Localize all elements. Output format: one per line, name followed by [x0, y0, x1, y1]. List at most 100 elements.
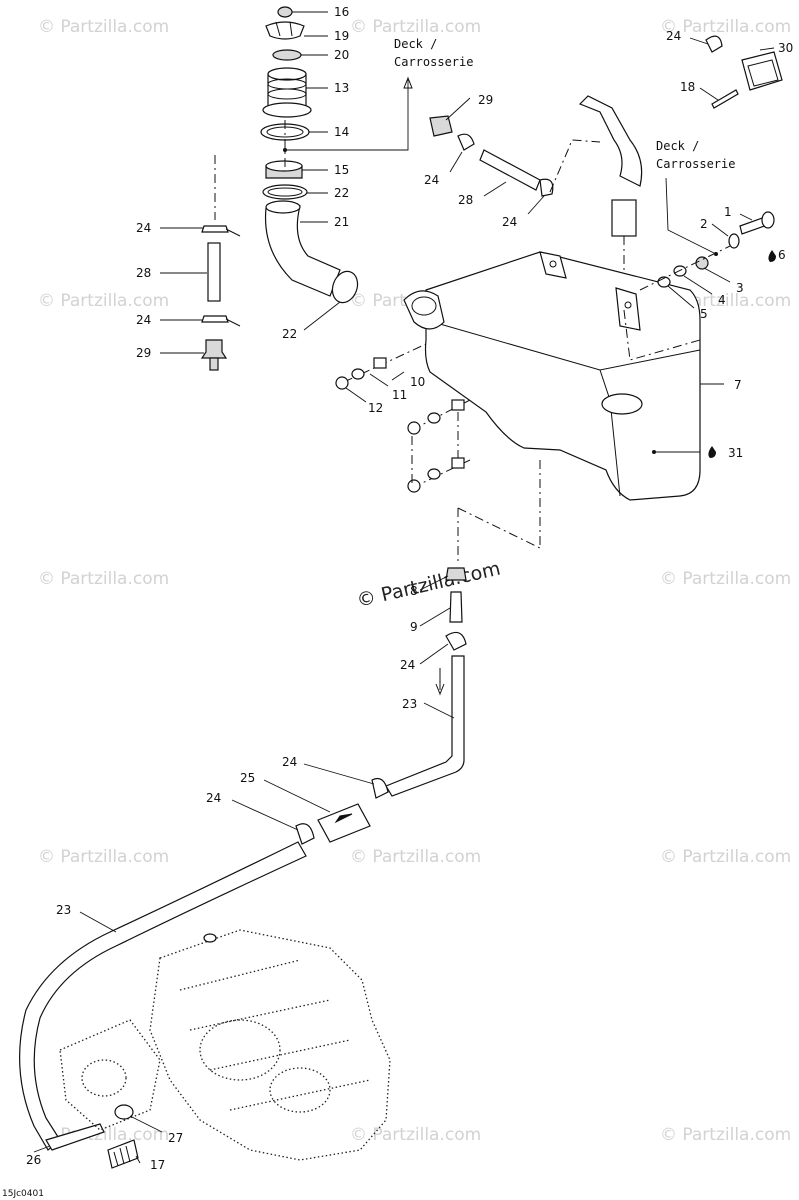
callout-8: 8 — [410, 584, 418, 598]
nut-part-3 — [695, 256, 709, 270]
callout-11: 11 — [392, 388, 407, 402]
callout-13: 13 — [334, 81, 349, 95]
cap-gasket-part-20 — [272, 49, 302, 61]
callout-19: 19 — [334, 29, 349, 43]
watermark: © Partzilla.com — [38, 291, 169, 311]
callout-18: 18 — [680, 80, 695, 94]
deck-note-line1: Deck / — [656, 139, 699, 153]
engine-outline — [59, 929, 391, 1161]
watermark: © Partzilla.com — [660, 1125, 791, 1145]
hose-clamp-part-22 — [262, 184, 308, 200]
fuel-tank-part-7 — [403, 251, 701, 562]
callout-4: 4 — [718, 293, 726, 307]
clip-part-24b — [201, 315, 229, 323]
clamp-part-27 — [114, 1104, 134, 1120]
callout-14: 14 — [334, 125, 349, 139]
deck-note-line2: Carrosserie — [394, 55, 473, 69]
callout-24: 24 — [206, 791, 221, 805]
check-valve-part-29b — [429, 115, 453, 137]
vent-hose-part-28 — [207, 242, 221, 302]
spacer-part-10c — [451, 457, 465, 469]
callout-22: 22 — [282, 327, 297, 341]
callout-9: 9 — [410, 620, 418, 634]
callout-23: 23 — [56, 903, 71, 917]
watermark: © Partzilla.com — [38, 847, 169, 867]
clip-part-24h — [295, 823, 315, 845]
callout-28: 28 — [136, 266, 151, 280]
callout-12: 12 — [368, 401, 383, 415]
callout-24: 24 — [400, 658, 415, 672]
watermark-center: © Partzilla.com — [355, 557, 503, 611]
top-right-parts — [705, 35, 783, 109]
check-valve-part-29 — [200, 339, 228, 359]
washer-part-11b — [427, 412, 441, 424]
drop-icon — [708, 446, 716, 458]
watermark: © Partzilla.com — [38, 569, 169, 589]
callout-26: 26 — [26, 1153, 41, 1167]
cap-knob-part-16 — [277, 6, 293, 18]
watermark: © Partzilla.com — [350, 847, 481, 867]
callout-24: 24 — [666, 29, 681, 43]
spring-part-17 — [107, 1139, 139, 1169]
callout-27: 27 — [168, 1131, 183, 1145]
fuel-line-part-23b — [19, 841, 307, 1151]
callout-24: 24 — [424, 173, 439, 187]
fuel-line-assembly — [19, 567, 467, 1169]
tank-mount-tab-rear — [539, 251, 567, 279]
fuel-line-part-23 — [385, 655, 465, 797]
clip-part-24 — [201, 225, 229, 233]
callout-1: 1 — [724, 205, 732, 219]
watermark: © Partzilla.com — [38, 17, 169, 37]
watermark: © Partzilla.com — [660, 569, 791, 589]
clip-part-24g — [371, 777, 389, 799]
vent-hose-part-28b — [479, 149, 541, 191]
callout-22: 22 — [334, 186, 349, 200]
callout-20: 20 — [334, 48, 349, 62]
callout-16: 16 — [334, 5, 349, 19]
clip-part-24d — [457, 133, 475, 151]
callout-29: 29 — [478, 93, 493, 107]
callout-15: 15 — [334, 163, 349, 177]
washer-part-2 — [728, 233, 740, 249]
deck-note-line2: Carrosserie — [656, 157, 735, 171]
nut-part-12 — [335, 376, 349, 390]
deck-note-line1: Deck / — [394, 37, 437, 51]
callout-24: 24 — [136, 313, 151, 327]
fuel-filter-part-25 — [317, 803, 371, 843]
callout-6: 6 — [778, 248, 786, 262]
callout-24: 24 — [502, 215, 517, 229]
callout-7: 7 — [734, 378, 742, 392]
spacer-part-10b — [451, 399, 465, 411]
fitting-part-9 — [449, 591, 463, 623]
callout-3: 3 — [736, 281, 744, 295]
callout-24: 24 — [282, 755, 297, 769]
spacer-part-10 — [373, 357, 387, 369]
watermark: © Partzilla.com — [350, 1125, 481, 1145]
washer-part-11c — [427, 468, 441, 480]
watermark: © Partzilla.com — [660, 17, 791, 37]
tank-mount-tab-front — [615, 287, 641, 331]
filler-hose-part-21 — [264, 205, 341, 297]
tank-fuel-pickup-port — [601, 393, 643, 415]
watermark: © Partzilla.com — [660, 847, 791, 867]
washer-part-11 — [351, 368, 365, 380]
callout-10: 10 — [410, 375, 425, 389]
callout-21: 21 — [334, 215, 349, 229]
callout-2: 2 — [700, 217, 708, 231]
right-fasteners — [639, 211, 775, 291]
filler-cap-part-19 — [265, 21, 305, 40]
callout-25: 25 — [240, 771, 255, 785]
leader-lines — [33, 11, 775, 1164]
cable-tie-part-18 — [711, 89, 739, 109]
fuel-line-end-part-26 — [45, 1123, 105, 1151]
nut-part-12b — [407, 421, 421, 435]
tank-vent-elbow — [578, 95, 643, 187]
watermark: © Partzilla.com — [350, 17, 481, 37]
left-vent-hose-group — [200, 155, 241, 371]
left-tank-fasteners — [335, 343, 471, 493]
callout-5: 5 — [700, 307, 708, 321]
drop-icon — [768, 250, 776, 262]
tank-vent-fitting — [611, 199, 637, 237]
callout-30: 30 — [778, 41, 793, 55]
callout-labels: 16 19 20 13 14 15 22 21 22 24 28 24 29 2… — [2, 5, 793, 1199]
